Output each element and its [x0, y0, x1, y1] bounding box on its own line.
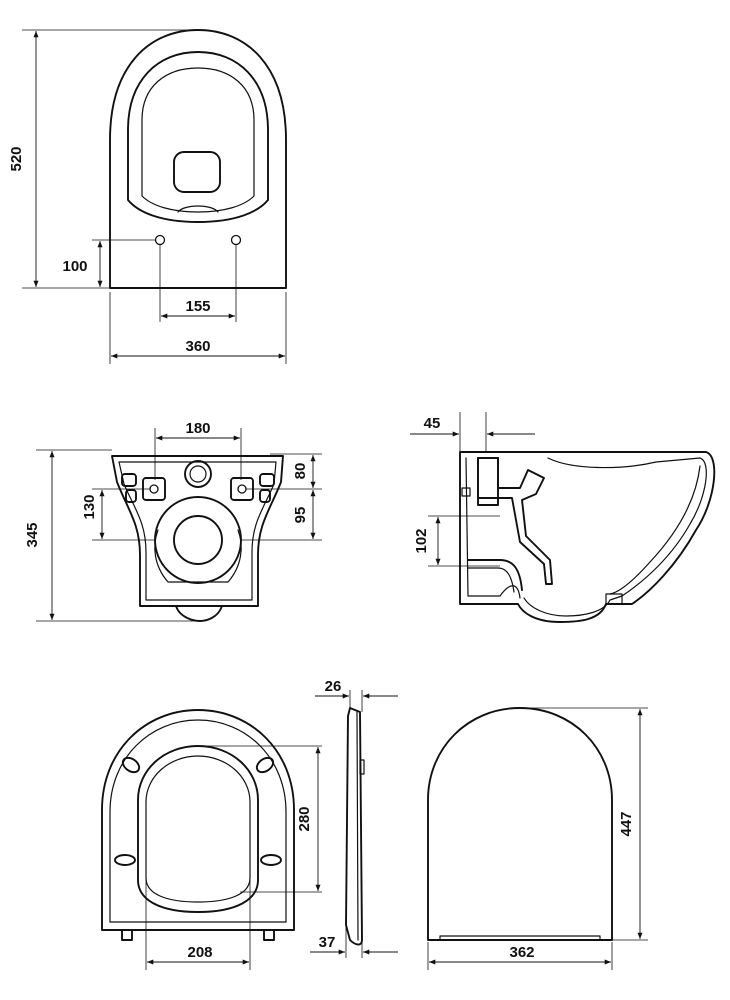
bowl-outline: [109, 29, 287, 289]
dim-label-26: 26: [325, 678, 342, 695]
seat-top-view: 280 208: [101, 709, 322, 970]
outlet-channel-inner: [467, 567, 515, 593]
seat-opening-outer: [137, 745, 259, 913]
fixing-hole-left: [154, 234, 166, 246]
dim-label-180: 180: [185, 420, 210, 437]
dim-label-447: 447: [618, 811, 635, 836]
lid-view: 447 362: [427, 707, 648, 970]
seat-opening-inner: [145, 755, 251, 903]
seat-outline: [101, 709, 295, 931]
seat-bumper-right-bottom: [260, 854, 282, 866]
seat-bumper-left-top: [121, 756, 141, 774]
dim-label-80: 80: [292, 463, 309, 480]
dim-label-95: 95: [292, 507, 309, 524]
slot-right-top: [259, 473, 275, 487]
seat-hinge-right: [263, 929, 275, 941]
dim-label-102: 102: [413, 528, 430, 553]
slot-right-bottom: [259, 489, 271, 503]
rear-view: 180 345 130 80 95: [24, 420, 322, 622]
rear-inner-outline: [118, 461, 277, 601]
seat-inner-outline: [109, 719, 287, 923]
side-outline: [459, 451, 716, 623]
slot-left-top: [121, 473, 137, 487]
seat-bumper-right-top: [255, 756, 275, 774]
seat-side-profile: [345, 707, 363, 946]
rim-front-notch: [177, 205, 219, 213]
outlet-inner: [173, 515, 223, 565]
rear-foot: [175, 605, 223, 622]
dim-label-345: 345: [24, 522, 41, 547]
dim-label-520: 520: [8, 146, 25, 171]
inlet-ring-inner: [189, 465, 207, 483]
seat-hinge-left: [121, 929, 133, 941]
dim-label-130: 130: [81, 494, 98, 519]
side-inner-wall: [465, 457, 521, 599]
top-view: 520 100 155 360: [8, 29, 287, 364]
slot-left-bottom: [125, 489, 137, 503]
outlet-pocket-left: [154, 529, 242, 583]
inlet-box: [477, 457, 499, 499]
dim-label-362: 362: [509, 944, 534, 961]
rear-outline: [111, 455, 284, 607]
dim-label-100: 100: [62, 258, 87, 275]
bowl-curve: [523, 457, 707, 617]
dim-label-208: 208: [187, 944, 212, 961]
seat-side-view: 26 37: [310, 678, 398, 958]
dim-label-280: 280: [296, 806, 313, 831]
inlet-ring-outer: [184, 460, 212, 488]
bowl-inner-curve: [609, 465, 701, 595]
lid-hinge-strip: [439, 935, 601, 941]
rear-tab: [461, 487, 471, 497]
bowl-drain: [173, 151, 221, 193]
seat-side-buffer: [359, 759, 365, 775]
side-section-view: 45 102: [410, 412, 716, 623]
front-foot: [605, 593, 623, 605]
rim-outer: [127, 51, 269, 223]
outlet-channel: [467, 559, 523, 591]
dim-label-45: 45: [424, 415, 441, 432]
fixing-hole-right: [230, 234, 242, 246]
outlet-outer: [154, 496, 242, 584]
lid-outline: [427, 707, 613, 941]
seat-bumper-left-bottom: [114, 854, 136, 866]
rim-inner: [141, 67, 255, 213]
dim-label-155: 155: [185, 298, 210, 315]
dim-label-37: 37: [319, 934, 336, 951]
flush-pipe: [477, 457, 553, 585]
dim-label-360: 360: [185, 338, 210, 355]
